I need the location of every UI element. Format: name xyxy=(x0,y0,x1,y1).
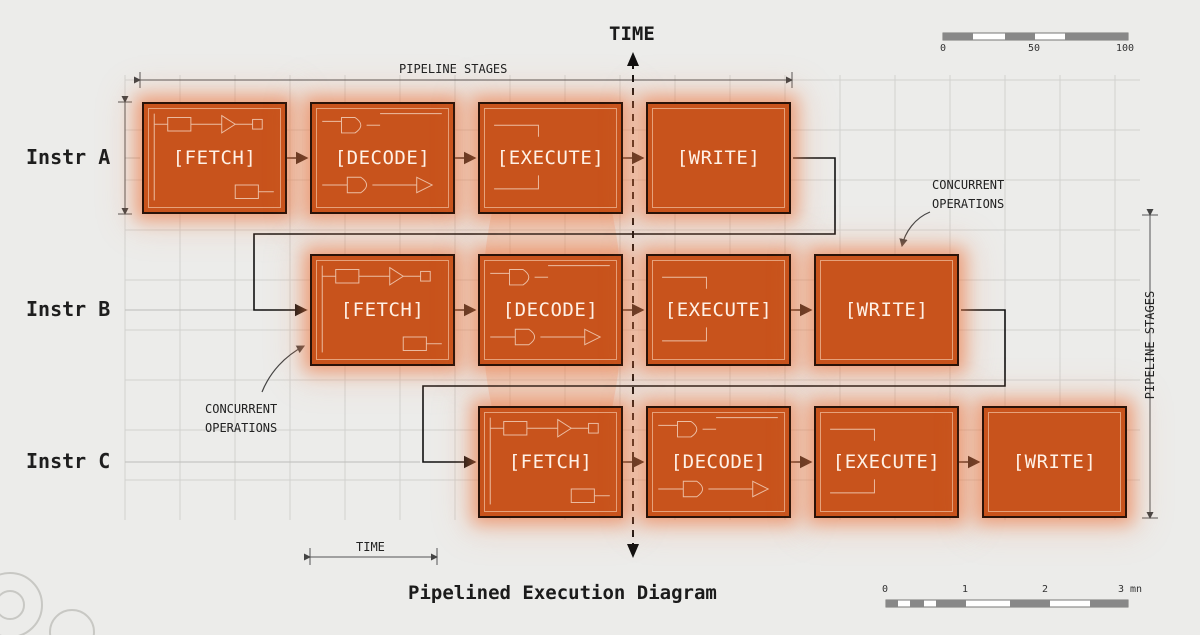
stage-box-c-write[interactable]: [WRITE] xyxy=(982,406,1127,518)
stage-label: [WRITE] xyxy=(844,299,929,321)
stage-label: [WRITE] xyxy=(676,147,761,169)
stage-box-a-write[interactable]: [WRITE] xyxy=(646,102,791,214)
right-span-label: PIPELINE STAGES xyxy=(1143,290,1157,400)
stage-box-b-fetch[interactable]: [FETCH] xyxy=(310,254,455,366)
scale-bottom-2: 2 xyxy=(1042,584,1049,595)
circuit-icon xyxy=(489,417,610,505)
circuit-icon xyxy=(322,113,442,194)
stage-box-a-fetch[interactable]: [FETCH] xyxy=(142,102,287,214)
stage-label: [EXECUTE] xyxy=(496,147,605,169)
scale-bottom-3: 3 mn xyxy=(1118,584,1143,595)
row-label-instr-a: Instr A xyxy=(26,145,111,169)
circuit-icon xyxy=(830,428,875,494)
scale-top-50: 50 xyxy=(1028,43,1041,54)
gear-icon xyxy=(0,572,95,635)
stage-label: [FETCH] xyxy=(508,451,593,473)
top-span-label: PIPELINE STAGES xyxy=(399,62,508,76)
stage-label: [EXECUTE] xyxy=(832,451,941,473)
scale-bottom-1: 1 xyxy=(962,584,969,595)
scale-bar-bottom xyxy=(885,599,1129,608)
circuit-icon xyxy=(494,124,539,190)
stage-label: [EXECUTE] xyxy=(664,299,773,321)
annotation-concurrent-operations-top: CONCURRENT OPERATIONS xyxy=(932,178,1005,211)
time-axis-label: TIME xyxy=(609,23,655,45)
circuit-icon xyxy=(321,265,442,353)
stage-box-a-decode[interactable]: [DECODE] xyxy=(310,102,455,214)
stage-label: [DECODE] xyxy=(670,451,767,473)
circuit-icon xyxy=(490,265,610,346)
scale-bottom-0: 0 xyxy=(882,584,889,595)
row-label-instr-b: Instr B xyxy=(26,297,111,321)
circuit-icon xyxy=(662,276,707,342)
stage-box-b-execute[interactable]: [EXECUTE] xyxy=(646,254,791,366)
stage-box-b-write[interactable]: [WRITE] xyxy=(814,254,959,366)
stage-label: [FETCH] xyxy=(172,147,257,169)
scale-top-0: 0 xyxy=(940,43,947,54)
stage-box-a-execute[interactable]: [EXECUTE] xyxy=(478,102,623,214)
stage-label: [DECODE] xyxy=(334,147,431,169)
stage-label: [WRITE] xyxy=(1012,451,1097,473)
stage-label: [DECODE] xyxy=(502,299,599,321)
scale-bar-top xyxy=(942,32,1129,41)
circuit-icon xyxy=(153,113,274,201)
row-label-instr-c: Instr C xyxy=(26,449,111,473)
annotation-concurrent-operations-bottom: CONCURRENT OPERATIONS xyxy=(205,402,278,435)
stage-box-c-fetch[interactable]: [FETCH] xyxy=(478,406,623,518)
bottom-span-label: TIME xyxy=(356,540,385,554)
stage-label: [FETCH] xyxy=(340,299,425,321)
circuit-icon xyxy=(658,417,778,498)
stage-box-c-execute[interactable]: [EXECUTE] xyxy=(814,406,959,518)
stage-box-b-decode[interactable]: [DECODE] xyxy=(478,254,623,366)
scale-top-100: 100 xyxy=(1116,43,1135,54)
diagram-title: Pipelined Execution Diagram xyxy=(408,582,717,604)
stage-box-c-decode[interactable]: [DECODE] xyxy=(646,406,791,518)
